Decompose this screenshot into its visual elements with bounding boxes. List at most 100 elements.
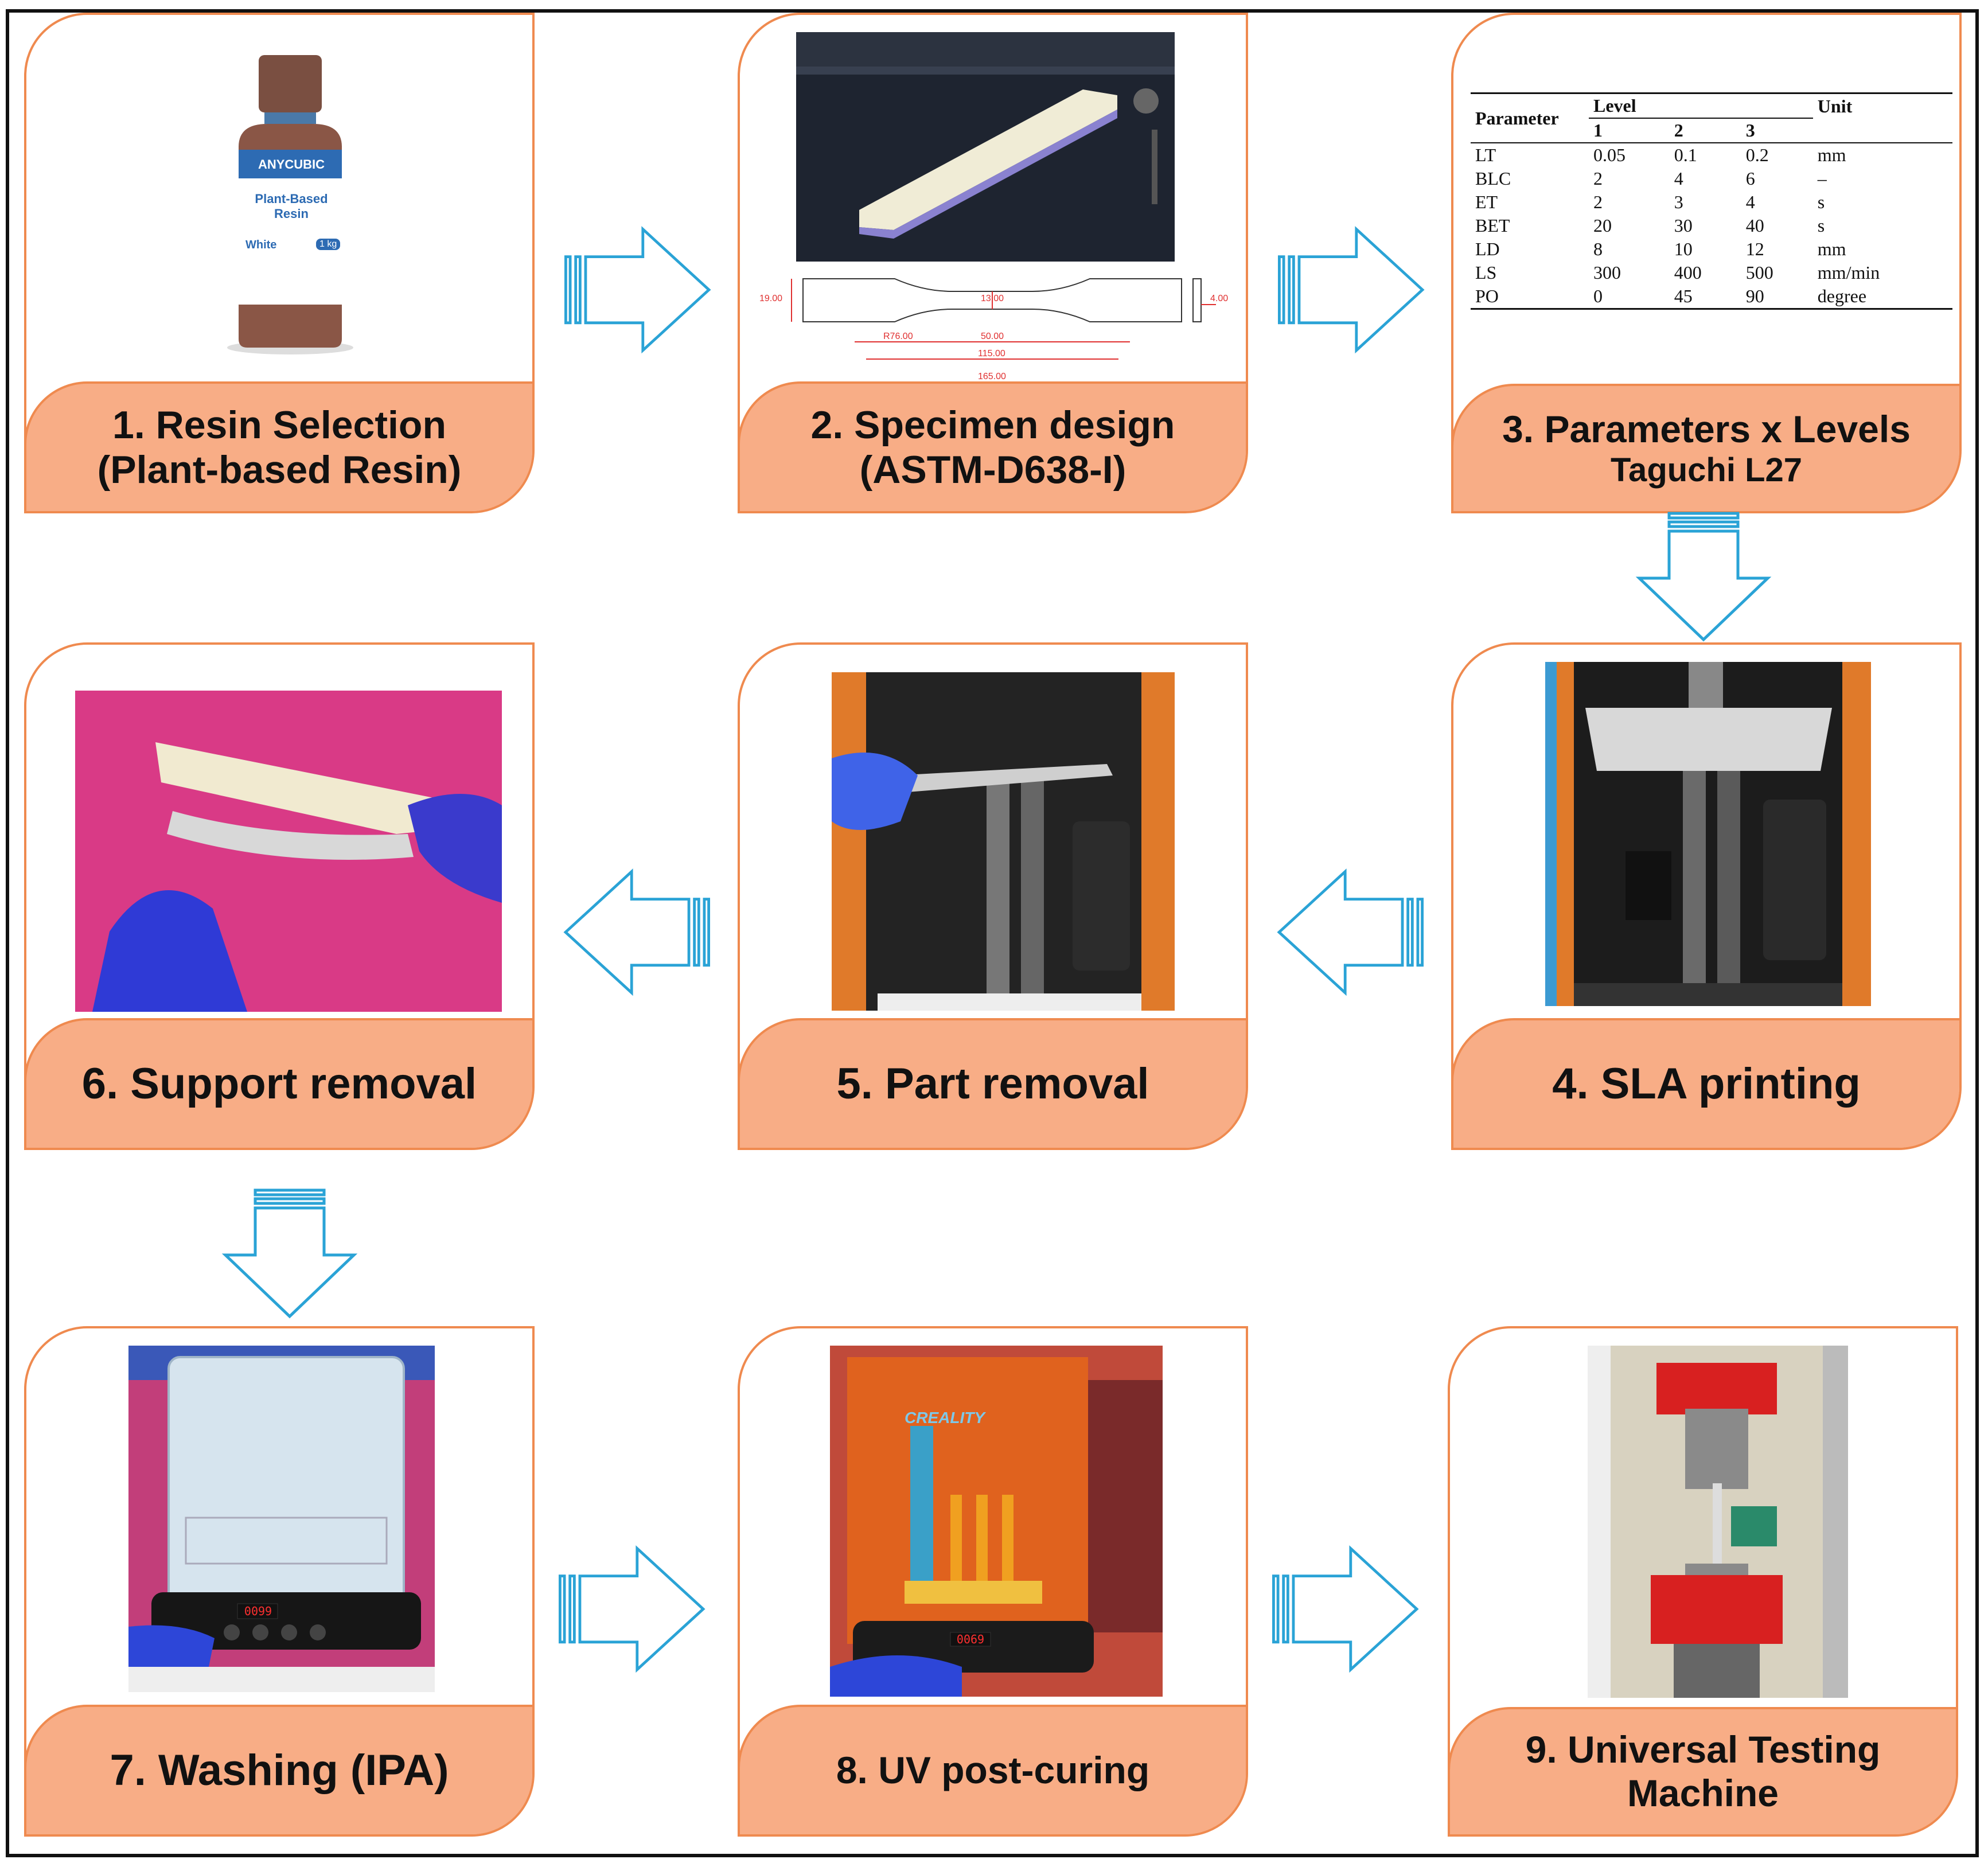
step-card-resin-selection: ANYCUBIC Plant-Based Resin White 1 kg 1.… (24, 13, 535, 513)
step-caption-line1: 7. Washing (IPA) (110, 1746, 449, 1795)
level-2-value: 10 (1674, 239, 1693, 259)
testing-machine-photo (1588, 1346, 1848, 1698)
step-caption-box: 7. Washing (IPA) (26, 1705, 532, 1834)
step-card-specimen-design: 19.00 13.00 R76.00 50.00 115.00 165.00 4… (738, 13, 1248, 513)
level-3-value: 4 (1745, 192, 1755, 212)
level-2-value: 3 (1674, 192, 1683, 212)
step-caption-line1: 5. Part removal (836, 1059, 1149, 1109)
resin-bottle-image: ANYCUBIC Plant-Based Resin White 1 kg (216, 49, 365, 359)
specimen-drawing: 19.00 13.00 R76.00 50.00 115.00 165.00 4… (751, 267, 1245, 399)
level-1-value: 2 (1593, 168, 1603, 189)
dim-between-label: 115.00 (978, 349, 1005, 358)
dim-width-label: 19.00 (759, 294, 783, 303)
flow-arrow-left-icon (548, 866, 720, 1004)
step-caption-line2: (Plant-based Resin) (97, 448, 462, 492)
dim-thickness-label: 4.00 (1210, 294, 1229, 303)
level-3-value: 12 (1745, 239, 1764, 259)
support-removal-photo (75, 691, 502, 1012)
step-caption-box: 2. Specimen design (ASTM-D638-I) (740, 381, 1246, 511)
param-name: LD (1475, 239, 1500, 259)
outer-frame (6, 9, 1979, 1857)
step-caption-box: 1. Resin Selection (Plant-based Resin) (26, 381, 532, 511)
wash-timer-display: 0099 (244, 1604, 272, 1618)
step-caption-line1: 4. SLA printing (1552, 1059, 1861, 1109)
step-caption-box: 8. UV post-curing (740, 1705, 1246, 1834)
washing-station-photo: 0099 (128, 1346, 435, 1692)
level-2-value: 30 (1674, 215, 1693, 236)
param-header: Parameter (1475, 107, 1559, 128)
flow-arrow-right-icon (1262, 1543, 1434, 1681)
param-name: LT (1475, 145, 1496, 165)
level-2-value: 4 (1674, 168, 1683, 189)
parameter-table: Parameter Level Unit 1 2 3 LT 0.05 0.1 0.2 m… (1471, 92, 1952, 310)
param-name: BLC (1475, 168, 1511, 189)
unit-value: degree (1817, 286, 1867, 306)
param-name: LS (1475, 262, 1497, 283)
step-caption-line1: 6. Support removal (81, 1059, 477, 1109)
level-3-value: 6 (1745, 168, 1755, 189)
step-card-washing: 0099 7. Washing (IPA) (24, 1326, 535, 1837)
level-1-value: 0.05 (1593, 145, 1626, 165)
unit-header: Unit (1817, 95, 1853, 116)
flow-arrow-right-icon (548, 1543, 720, 1681)
level-1-value: 20 (1593, 215, 1612, 236)
level-3-value: 40 (1745, 215, 1764, 236)
step-caption-line1: 1. Resin Selection (112, 403, 446, 447)
cad-screenshot-image (796, 32, 1175, 262)
step-caption-line2: Taguchi L27 (1610, 451, 1803, 489)
sla-printer-photo (1545, 662, 1871, 1006)
resin-brand-label: ANYCUBIC (258, 157, 325, 172)
step-caption-line1: 3. Parameters x Levels (1502, 407, 1911, 450)
level-3-value: 0.2 (1745, 145, 1769, 165)
step-card-part-removal: 5. Part removal (738, 642, 1248, 1150)
step-card-universal-testing: 9. Universal Testing Machine (1448, 1326, 1958, 1837)
unit-value: mm (1817, 239, 1846, 259)
flow-arrow-left-icon (1262, 866, 1434, 1004)
step-caption-box: 3. Parameters x Levels Taguchi L27 (1453, 384, 1959, 511)
dim-radius-label: R76.00 (883, 332, 913, 341)
dim-gauge-label: 50.00 (981, 332, 1004, 341)
level-header: Level (1589, 94, 1813, 119)
step-caption-box: 6. Support removal (26, 1018, 532, 1148)
step-card-uv-post-curing: CREALITY 0069 8. UV post-curing (738, 1326, 1248, 1837)
step-card-sla-printing: 4. SLA printing (1451, 642, 1962, 1150)
step-caption-box: 5. Part removal (740, 1018, 1246, 1148)
part-removal-photo (832, 672, 1175, 1011)
resin-volume-label: 1 kg (316, 239, 341, 250)
step-caption-line2: Machine (1627, 1772, 1779, 1814)
step-card-parameters: Parameter Level Unit 1 2 3 LT 0.05 0.1 0.2 m… (1451, 13, 1962, 513)
resin-color-label: White (245, 239, 277, 251)
param-name: PO (1475, 286, 1499, 306)
step-caption-line1: 8. UV post-curing (836, 1749, 1150, 1792)
unit-value: mm (1817, 145, 1846, 165)
step-caption-line2: (ASTM-D638-I) (859, 448, 1126, 492)
level-col-1: 1 (1593, 120, 1603, 141)
level-2-value: 400 (1674, 262, 1702, 283)
flow-arrow-down-icon (221, 1188, 358, 1319)
table-row: BET 20 30 40 s (1471, 214, 1952, 237)
uv-timer-display: 0069 (956, 1632, 985, 1646)
level-1-value: 2 (1593, 192, 1603, 212)
unit-value: s (1817, 215, 1825, 236)
unit-value: mm/min (1817, 262, 1880, 283)
level-col-3: 3 (1745, 120, 1755, 141)
dim-overall-label: 165.00 (978, 372, 1006, 381)
level-1-value: 0 (1593, 286, 1603, 306)
uv-curing-photo: CREALITY 0069 (830, 1346, 1163, 1697)
level-col-2: 2 (1674, 120, 1683, 141)
step-card-support-removal: 6. Support removal (24, 642, 535, 1150)
step-caption-box: 9. Universal Testing Machine (1450, 1707, 1956, 1834)
dim-narrow-label: 13.00 (981, 294, 1004, 303)
step-caption-line1: 2. Specimen design (810, 403, 1175, 447)
level-3-value: 90 (1745, 286, 1764, 306)
resin-product-label: Plant-Based Resin (255, 192, 328, 221)
param-name: ET (1475, 192, 1498, 212)
step-caption-line1: 9. Universal Testing (1525, 1728, 1881, 1771)
param-name: BET (1475, 215, 1510, 236)
level-2-value: 0.1 (1674, 145, 1697, 165)
flow-arrow-right-icon (1268, 224, 1440, 361)
